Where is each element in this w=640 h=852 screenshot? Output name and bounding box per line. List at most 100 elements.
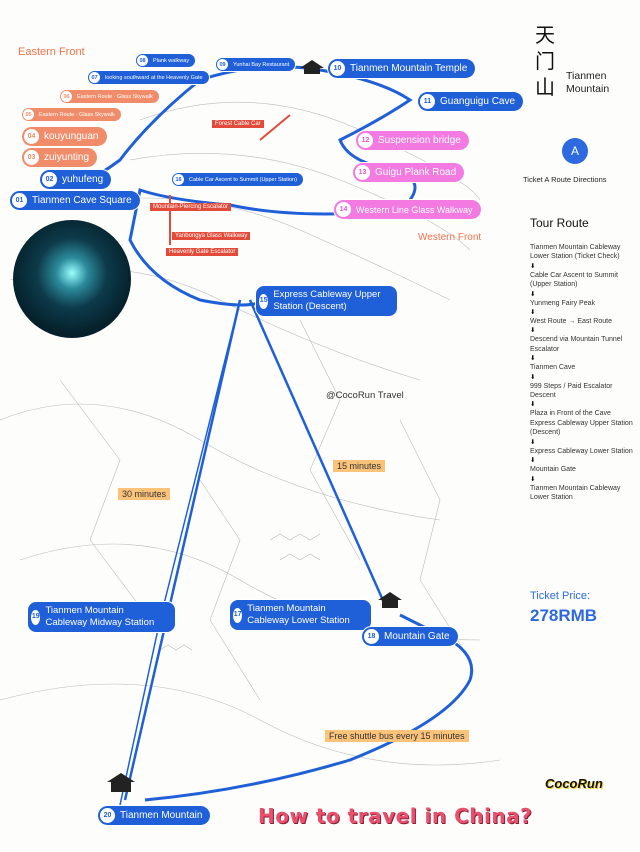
step-arrow: ⬇ <box>530 355 536 363</box>
step-arrow: ⬇ <box>530 373 536 381</box>
stop-label: Eastern Route · Glass Skywalk <box>77 93 153 100</box>
stop-label: looking southward at the Heavenly Gate <box>105 74 203 81</box>
stop-label: Tianmen Mountain Cableway Midway Station <box>45 605 155 628</box>
tour-step: West Route → East Route <box>530 318 612 326</box>
tour-step: Tianmen Mountain Cableway Lower Station <box>530 484 621 501</box>
title-cn: 天门山 <box>535 23 555 99</box>
stop-number: 17 <box>233 607 243 623</box>
stop-label: Eastern Route · Glass Skywalk <box>39 111 115 118</box>
glass-walkway-tag: Yanbongya Glass Walkway <box>172 232 251 240</box>
eastern-front-label: Eastern Front <box>18 46 85 58</box>
heavenly-gate-escalator-tag: Heavenly Gate Escalator <box>166 248 239 256</box>
stop-number: 01 <box>12 193 27 208</box>
stop-label: Tianmen Mountain <box>120 810 203 821</box>
step-arrow: ⬇ <box>530 327 536 335</box>
tour-step: Yunmeng Fairy Peak <box>530 299 595 307</box>
stop-label: Mountain Gate <box>384 631 450 642</box>
stop-label: zuiyunting <box>44 152 90 163</box>
tour-step: Descend via Mountain Tunnel Escalator <box>530 336 623 353</box>
cableway-line-2 <box>248 299 387 606</box>
stop-label: yuhufeng <box>62 174 104 185</box>
price-label: Ticket Price: <box>530 590 591 602</box>
stop-label: kouyunguan <box>44 131 99 142</box>
stop-16[interactable]: 16 Cable Car Ascent to Summit (Upper Stat… <box>172 173 303 186</box>
stop-14[interactable]: 14 Western Line Glass Walkway <box>334 200 481 219</box>
step-arrow: ⬇ <box>530 290 536 298</box>
tour-step: Mountain Gate <box>530 466 576 474</box>
route-directions: Ticket A Route Directions <box>523 175 607 184</box>
brand-logo: CocoRun <box>545 776 603 791</box>
stop-number: 04 <box>24 129 39 144</box>
stop-11[interactable]: 11 Guanguigu Cave <box>418 92 524 111</box>
stop-label: Western Line Glass Walkway <box>356 204 473 215</box>
price-value: 278RMB <box>530 606 598 625</box>
step-arrow: ⬇ <box>530 457 536 465</box>
summit-route <box>39 65 417 307</box>
stop-number: 10 <box>330 61 345 76</box>
stop-13[interactable]: 13 Guigu Plank Road <box>353 163 465 182</box>
stop-04[interactable]: 04 kouyunguan <box>22 127 107 146</box>
route-badge: A <box>562 138 588 164</box>
stop-label: Guigu Plank Road <box>375 167 457 178</box>
stop-label: Tianmen Cave Square <box>32 195 132 206</box>
stop-label: Tianmen Mountain Cableway Lower Station <box>247 603 350 626</box>
stop-number: 20 <box>100 808 115 823</box>
stop-number: 16 <box>173 174 184 185</box>
stop-label: Express Cableway Upper Station (Descent) <box>273 289 381 312</box>
stop-10[interactable]: 10 Tianmen Mountain Temple <box>328 59 476 78</box>
tour-step: 999 Steps / Paid Escalator Descent <box>530 382 613 400</box>
slogan: How to travel in China? <box>258 804 533 828</box>
stop-label: Tianmen Mountain Temple <box>350 63 468 74</box>
step-arrow: ⬇ <box>530 262 536 270</box>
watermark: @CocoRun Travel <box>326 390 404 401</box>
tour-step: Plaza in Front of the Cave Express Cable… <box>530 410 633 437</box>
temple-icons <box>107 60 402 792</box>
western-front-label: Western Front <box>418 232 482 243</box>
stop-06[interactable]: 06 Eastern Route · Glass Skywalk <box>60 90 159 103</box>
stop-label: Yunhai Bay Restaurant <box>233 61 290 68</box>
tour-step: Tianmen Cave <box>530 364 576 372</box>
stop-01[interactable]: 01 Tianmen Cave Square <box>10 191 140 210</box>
stop-number: 07 <box>89 72 100 83</box>
stop-label: Guanguigu Cave <box>440 96 516 107</box>
step-arrow: ⬇ <box>530 401 536 409</box>
stop-label: Cable Car Ascent to Summit (Upper Statio… <box>189 176 297 183</box>
escalator-tag: Mountain-Piercing Escalator <box>150 203 232 211</box>
cave-photo <box>13 220 131 338</box>
duration-15: 15 minutes <box>333 460 386 472</box>
stop-03[interactable]: 03 zuiyunting <box>22 148 98 167</box>
stop-05[interactable]: 05 Eastern Route · Glass Skywalk <box>22 108 121 121</box>
stop-20[interactable]: 20 Tianmen Mountain <box>98 806 211 825</box>
stop-number: 02 <box>42 172 57 187</box>
terrain-sketch <box>0 101 501 766</box>
stop-number: 15 <box>259 293 269 309</box>
tour-step: Cable Car Ascent to Summit (Upper Statio… <box>530 271 618 289</box>
stop-02[interactable]: 02 yuhufeng <box>40 170 112 189</box>
step-arrow: ⬇ <box>530 438 536 446</box>
tour-step: Express Cableway Lower Station <box>530 447 633 455</box>
stop-number: 11 <box>420 94 435 109</box>
tour-heading: Tour Route <box>530 216 589 230</box>
shuttle-note: Free shuttle bus every 15 minutes <box>325 730 469 742</box>
stop-number: 03 <box>24 150 39 165</box>
title-en: Tianmen Mountain <box>566 70 610 95</box>
cableway-line-1 <box>123 299 242 801</box>
stop-number: 06 <box>61 91 72 102</box>
stop-number: 14 <box>336 202 351 217</box>
stop-18[interactable]: 18 Mountain Gate <box>362 627 458 646</box>
stop-number: 13 <box>355 165 370 180</box>
stop-number: 19 <box>31 609 41 625</box>
tour-step: Tianmen Mountain Cableway Lower Station … <box>530 244 621 261</box>
stop-number: 05 <box>23 109 34 120</box>
stop-label: Suspension bridge <box>378 135 461 146</box>
stop-number: 18 <box>364 629 379 644</box>
step-arrow: ⬇ <box>530 475 536 483</box>
duration-30: 30 minutes <box>118 488 171 500</box>
stop-07[interactable]: 07 looking southward at the Heavenly Gate <box>88 71 209 84</box>
